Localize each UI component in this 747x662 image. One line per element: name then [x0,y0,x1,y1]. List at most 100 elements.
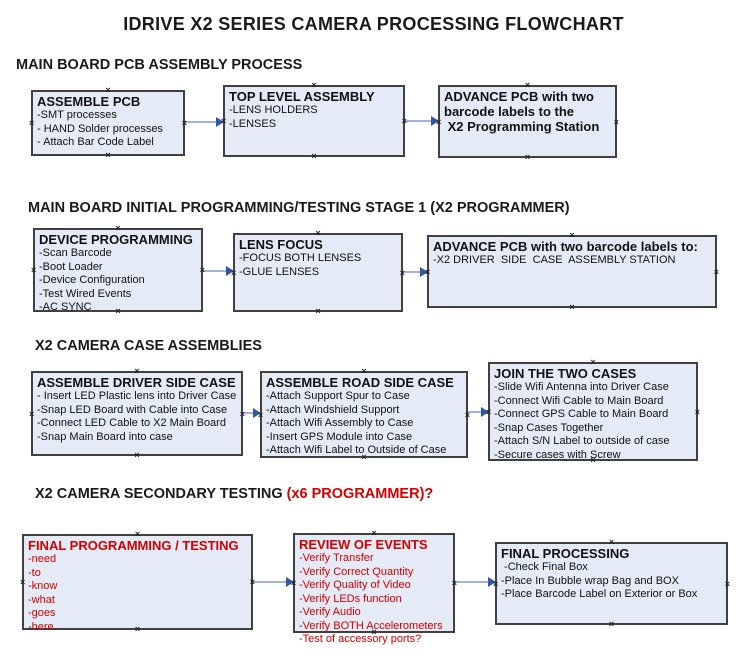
box-title: ADVANCE PCB with two barcode labels to: [433,239,698,254]
box-item: -Snap LED Board with Cable into Case [37,403,228,416]
connection-handle-icon: × [239,408,245,419]
section-heading-case-assemblies: X2 CAMERA CASE ASSEMBLIES [35,338,262,354]
flow-box-advance-pcb-driver-side-station[interactable]: × × × × ADVANCE PCB with two barcode lab… [425,231,719,312]
flow-arrow[interactable] [253,577,294,587]
box-item: -SMT processes [37,109,117,121]
box-item: -Test Wired Events [39,287,132,300]
box-title: barcode labels to the [444,104,575,119]
connection-handle-icon: × [451,578,457,588]
flow-arrow[interactable] [185,117,224,127]
box-item: -Attach Wifi Label to Outside of Case [266,444,447,456]
box-item: -Connect GPS Cable to Main Board [494,408,669,420]
connection-handle-icon: × [134,624,141,634]
box-item: -Verify Audio [299,606,361,618]
box-item: -FOCUS BOTH LENSES [239,252,362,264]
flow-box-final-processing[interactable]: × × × × FINAL PROCESSING -Check Final Bo… [493,538,730,629]
flow-box-assemble-driver-side-case[interactable]: × × × × ASSEMBLE DRIVER SIDE CASE - Inse… [29,367,245,460]
connection-handle-icon: × [371,627,377,637]
connection-handle-icon: × [115,306,121,316]
connection-handle-icon: × [464,409,470,420]
box-item: -Insert GPS Module into Case [266,430,413,443]
section-heading-initial-programming: MAIN BOARD INITIAL PROGRAMMING/TESTING S… [28,200,570,216]
box-title: X2 Programming Station [444,119,600,134]
box-item: -know [28,580,58,592]
connection-handle-icon: × [371,528,377,538]
box-title: LENS FOCUS [239,237,323,252]
connection-handle-icon: × [105,85,111,95]
flow-arrow[interactable] [203,266,234,276]
connection-handle-icon: × [221,116,227,126]
arrow-head-icon [216,117,224,127]
flow-box-review-of-events[interactable]: × × × × REVIEW OF EVENTS -Verify Transfe… [291,529,457,646]
arrow-line [243,412,255,414]
box-item: -what [28,593,55,606]
flow-box-advance-pcb-programming-station[interactable]: × × × × ADVANCE PCB with two barcode lab… [436,81,619,162]
connection-handle-icon: × [694,406,700,417]
flow-arrow[interactable] [405,116,439,126]
connection-handle-icon: × [181,118,187,128]
flow-box-assemble-road-side-case[interactable]: × × × × ASSEMBLE ROAD SIDE CASE -Attach … [258,367,470,462]
box-item: -AC SYNC [39,301,92,313]
heading-black-part: X2 CAMERA SECONDARY TESTING [35,486,283,502]
arrow-head-icon [286,577,294,587]
section-heading-secondary-testing: X2 CAMERA SECONDARY TESTING (x6 PROGRAMM… [35,486,433,502]
flow-arrow[interactable] [403,267,428,277]
box-item: -Verify Transfer [299,552,374,564]
connection-handle-icon: × [258,409,264,420]
connection-handle-icon: × [613,116,619,127]
connection-handle-icon: × [311,80,317,90]
connection-handle-icon: × [134,366,140,376]
connection-handle-icon: × [199,265,205,275]
box-item: -Scan Barcode [39,247,112,259]
connection-handle-icon: × [608,537,615,547]
flow-box-top-level-assembly[interactable]: × × × × TOP LEVEL ASSEMBLY -LENS HOLDERS… [221,81,407,161]
arrow-line [203,270,228,272]
flow-arrow[interactable] [243,408,261,418]
connection-handle-icon: × [361,452,367,462]
box-item: -Snap Main Board into case [37,430,173,443]
box-title: REVIEW OF EVENTS [299,537,428,552]
box-item: -GLUE LENSES [239,265,320,278]
box-item: -Verify LEDs function [299,592,402,605]
flow-box-join-the-two-cases[interactable]: × × × × JOIN THE TWO CASES -Slide Wifi A… [486,358,700,465]
box-item: -Connect LED Cable to X2 Main Board [37,417,226,429]
box-item: -LENS HOLDERS [229,104,318,116]
arrow-head-icon [226,266,234,276]
box-item: -goes [28,607,56,619]
connection-handle-icon: × [399,267,405,278]
flow-box-assemble-pcb[interactable]: × × × × ASSEMBLE PCB -SMT processes - HA… [29,86,187,160]
box-item: -Snap Cases Together [494,421,604,434]
box-item: -Boot Loader [39,260,103,273]
flow-box-device-programming[interactable]: × × × × DEVICE PROGRAMMING -Scan Barcode… [31,224,205,316]
box-item: -here [28,620,54,633]
connection-handle-icon: × [134,450,140,460]
flow-arrow[interactable] [468,407,489,417]
flow-box-lens-focus[interactable]: × × × × LENS FOCUS -FOCUS BOTH LENSES -G… [231,229,405,316]
box-item: - HAND Solder processes [37,122,163,135]
box-item: -Attach Support Spur to Case [266,390,410,402]
box-item: -X2 DRIVER SIDE CASE ASSEMBLY STATION [433,254,676,266]
heading-red-part: (x6 PROGRAMMER)? [282,486,434,502]
connection-handle-icon: × [493,578,499,589]
connection-handle-icon: × [524,80,531,90]
box-title: JOIN THE TWO CASES [494,366,637,381]
flow-box-final-programming-testing[interactable]: × × × × FINAL PROGRAMMING / TESTING -nee… [20,530,255,634]
connection-handle-icon: × [134,529,141,539]
box-item: -Place Barcode Label on Exterior or Box [501,588,698,600]
box-item: - Insert LED Plastic lens into Driver Ca… [37,390,237,402]
box-item: -need [28,553,57,565]
connection-handle-icon: × [29,408,35,419]
box-item: -Check Final Box [501,561,588,573]
box-title: ASSEMBLE PCB [37,94,141,109]
connection-handle-icon: × [361,366,367,376]
connection-handle-icon: × [115,223,121,233]
box-item: -to [28,566,41,579]
box-item: -Attach Windshield Support [266,403,400,416]
connection-handle-icon: × [569,302,575,312]
connection-handle-icon: × [29,118,35,128]
flow-arrow[interactable] [455,577,496,587]
arrow-head-icon [488,577,496,587]
connection-handle-icon: × [590,455,596,465]
box-item: -Device Configuration [39,274,145,286]
